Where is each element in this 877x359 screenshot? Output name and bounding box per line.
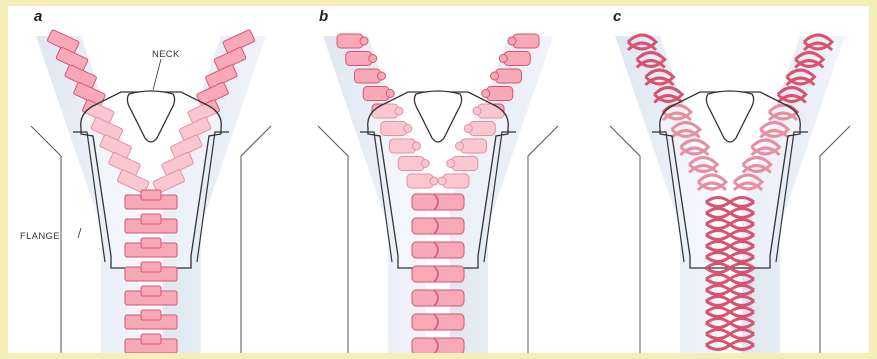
zipper-tooth — [360, 37, 368, 45]
zipper-tooth — [508, 37, 516, 45]
zipper-tooth — [346, 52, 372, 66]
panel-c-letter: c — [613, 8, 621, 25]
panel-c — [610, 35, 850, 353]
zipper-tooth — [141, 214, 161, 224]
zipper-tooth — [355, 69, 381, 83]
zipper-tooth — [496, 69, 522, 83]
zipper-tooth — [369, 55, 377, 63]
zipper-tooth — [386, 90, 394, 98]
garment-edge — [241, 126, 271, 353]
garment-edge — [820, 126, 850, 353]
zipper-tooth — [141, 286, 161, 296]
zipper-tooth — [504, 52, 530, 66]
neck-label: NECK — [152, 49, 180, 60]
zipper-tooth — [378, 72, 386, 80]
zipper-tooth — [141, 262, 161, 272]
zipper-tooth — [499, 55, 507, 63]
zipper-diagram — [8, 6, 869, 353]
zipper-tooth — [141, 238, 161, 248]
zipper-tooth — [482, 90, 490, 98]
neck-leader — [153, 59, 161, 90]
zipper-tooth — [141, 310, 161, 320]
flange-label: FLANGE — [20, 231, 60, 242]
panel-b — [318, 34, 558, 353]
panel-a — [31, 29, 271, 353]
zipper-tooth — [363, 87, 389, 101]
zipper-tooth — [141, 190, 161, 200]
garment-edge — [610, 126, 640, 353]
zipper-tooth — [487, 87, 513, 101]
garment-edge — [528, 126, 558, 353]
panel-a-letter: a — [34, 8, 42, 25]
panel-b-letter: b — [319, 8, 328, 25]
zipper-tooth — [337, 34, 363, 48]
zipper-tooth — [513, 34, 539, 48]
zipper-tooth — [141, 334, 161, 344]
diagram-frame: a b c NECK FLANGE — [8, 6, 869, 353]
flange-leader — [78, 228, 81, 238]
zipper-tooth — [491, 72, 499, 80]
garment-edge — [318, 126, 348, 353]
